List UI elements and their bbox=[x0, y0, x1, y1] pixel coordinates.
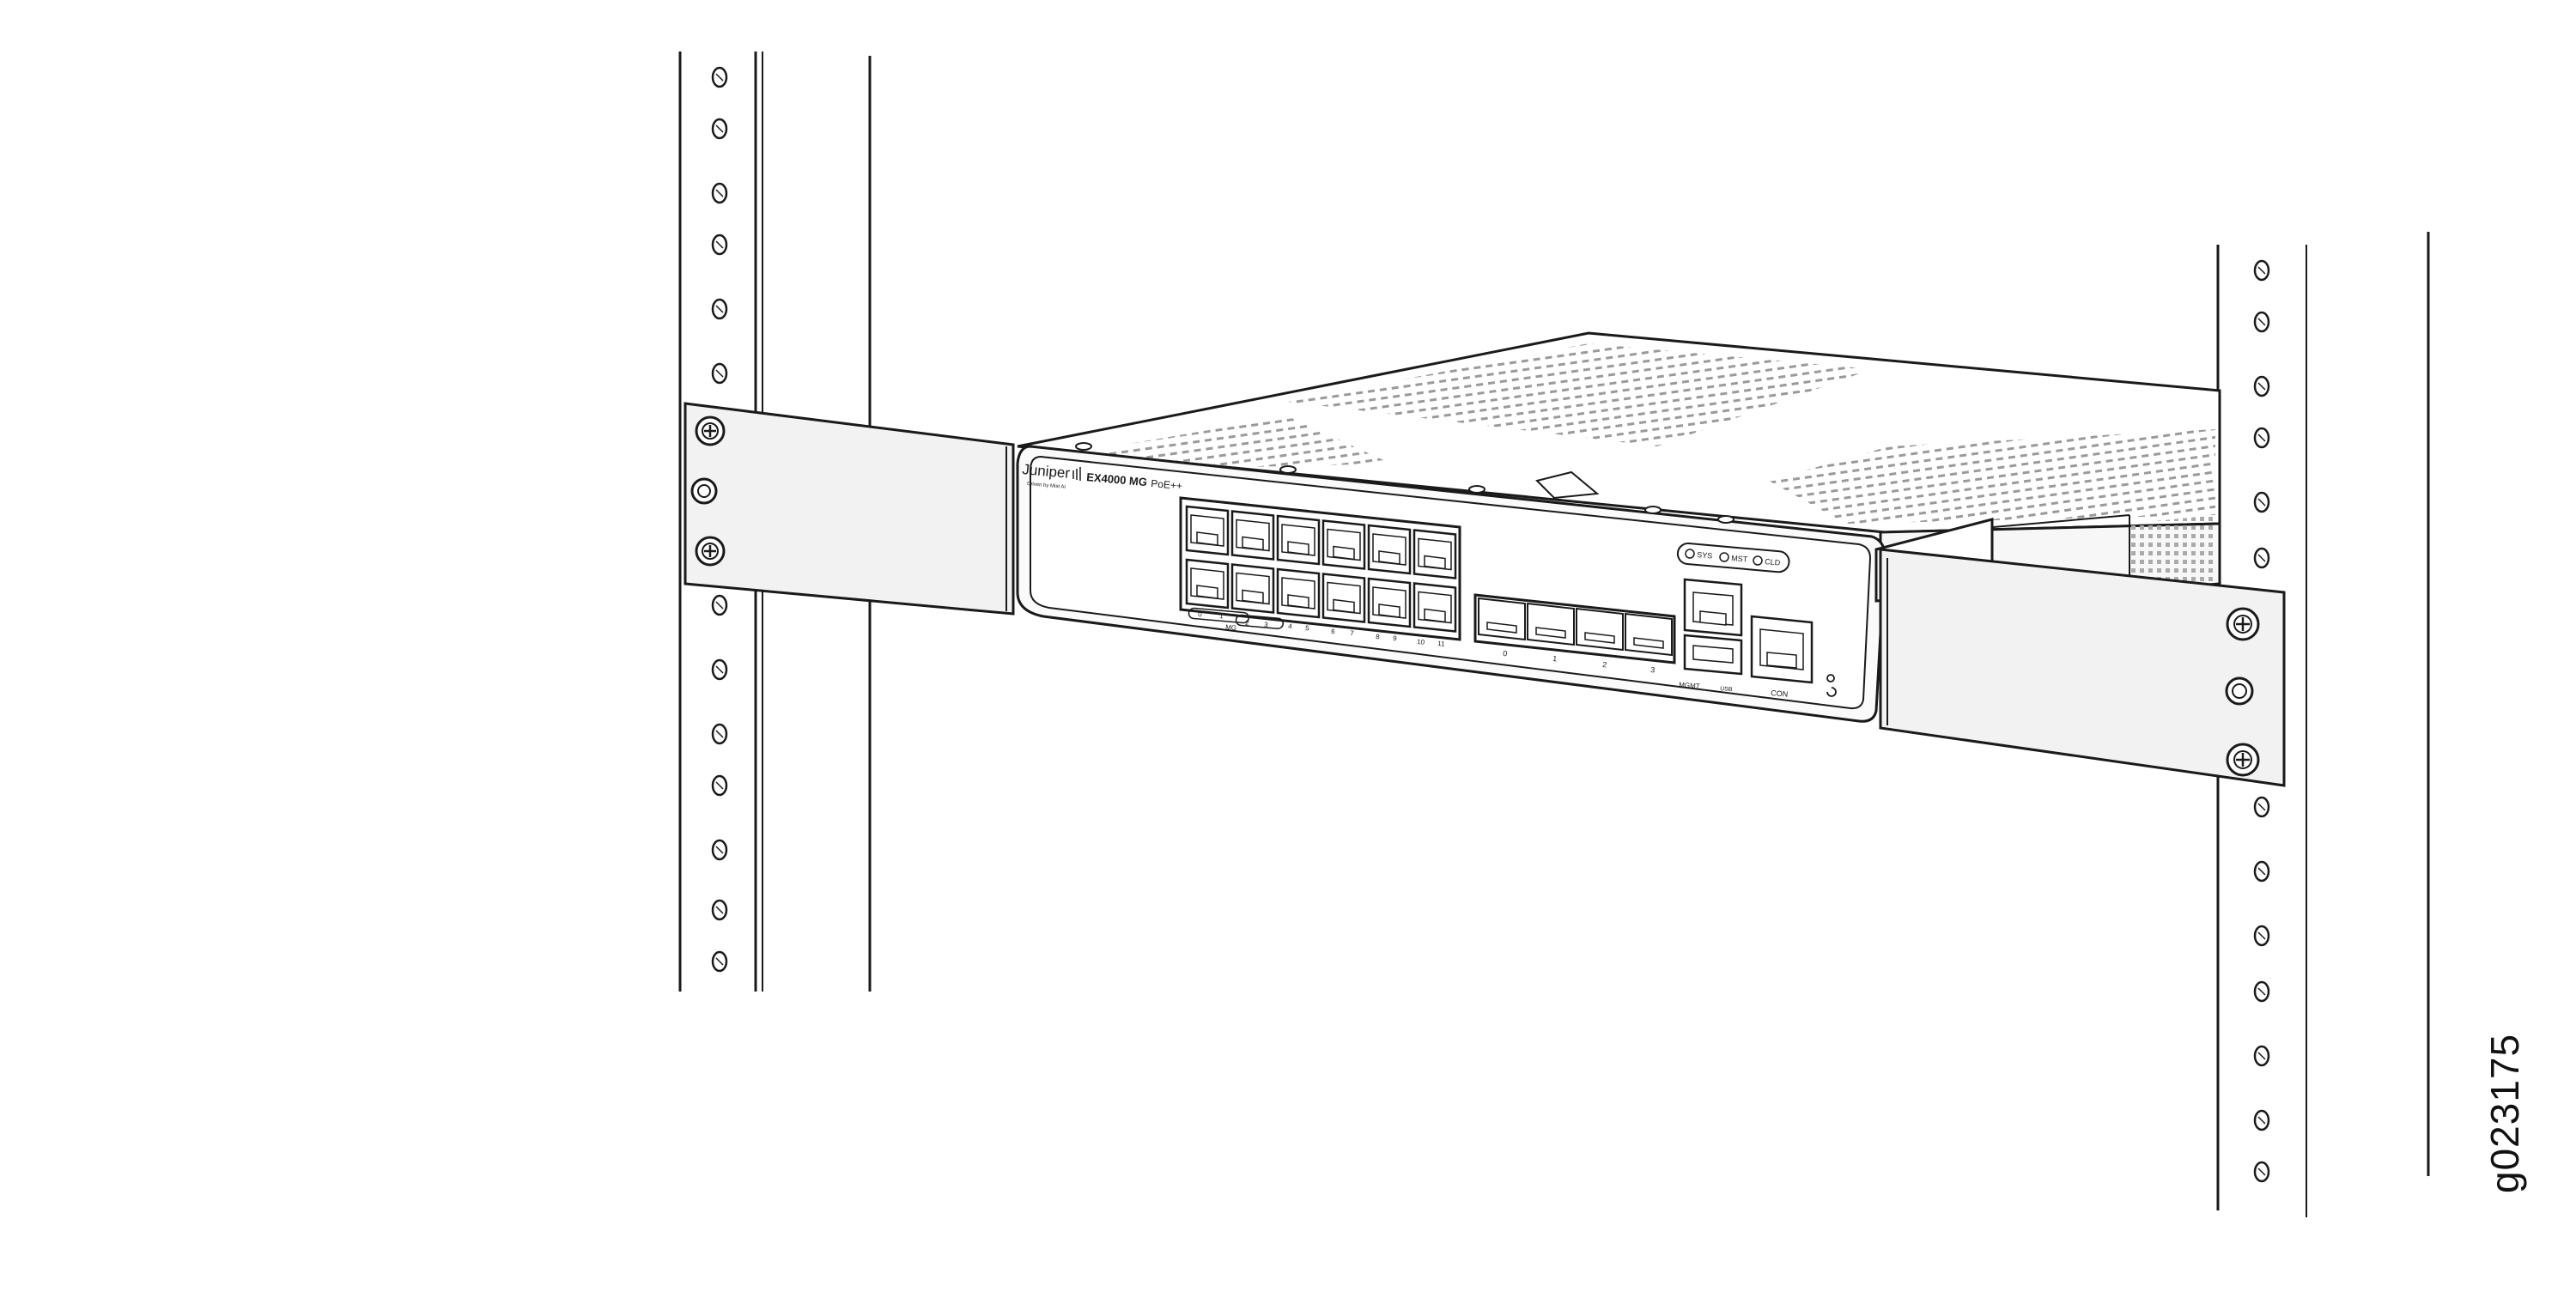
brand-tagline: Driven by Mist AI bbox=[1027, 482, 1066, 490]
usb-label: USB bbox=[1720, 686, 1733, 693]
chassis-screws bbox=[1075, 442, 1735, 524]
rj45-port bbox=[1276, 514, 1321, 566]
brand-name: Juniper bbox=[1022, 461, 1072, 482]
cld-led-icon bbox=[1753, 555, 1763, 566]
port-label-10: 10 bbox=[1417, 638, 1425, 646]
sfp-label-2: 2 bbox=[1602, 660, 1607, 669]
rail-hole bbox=[711, 774, 728, 797]
rail-hole bbox=[2253, 1109, 2270, 1131]
bracket-screw-right-middle bbox=[2225, 676, 2254, 706]
rail-hole bbox=[2253, 1045, 2270, 1067]
right-rail-holes bbox=[2253, 259, 2270, 1183]
rail-hole bbox=[711, 298, 728, 320]
port-label-11: 11 bbox=[1437, 640, 1446, 648]
rj45-port-labels: 0 1 MG 2 3 4 5 6 7 8 9 10 11 bbox=[1188, 607, 1446, 648]
rj45-port bbox=[1230, 510, 1275, 561]
sfp-port bbox=[1527, 602, 1575, 646]
right-mounting-bracket bbox=[1874, 518, 2286, 787]
sfp-port bbox=[1625, 612, 1673, 657]
status-led-cluster: SYS MST CLD bbox=[1676, 543, 1790, 573]
rail-hole bbox=[711, 594, 728, 616]
sfp-label-3: 3 bbox=[1650, 665, 1656, 674]
mgmt-label: MGMT bbox=[1679, 681, 1700, 690]
rj45-port bbox=[1185, 558, 1230, 610]
rj45-port bbox=[1321, 573, 1366, 623]
rail-hole bbox=[711, 723, 728, 745]
cld-led-label: CLD bbox=[1765, 557, 1781, 567]
rail-hole bbox=[2253, 925, 2270, 947]
port-label-7: 7 bbox=[1350, 629, 1355, 637]
port-label-mg: MG bbox=[1225, 623, 1237, 632]
reset-button-icon bbox=[1826, 674, 1837, 697]
rj45-port bbox=[1185, 505, 1230, 556]
sfp-port bbox=[1576, 607, 1624, 652]
rj45-port bbox=[1413, 529, 1457, 579]
bracket-screw-left-middle bbox=[690, 477, 718, 505]
rj45-port bbox=[1413, 582, 1457, 633]
port-label-2: 2 bbox=[1245, 619, 1250, 627]
port-label-6: 6 bbox=[1331, 628, 1336, 635]
rail-hole bbox=[2253, 860, 2270, 883]
rail-hole bbox=[2253, 427, 2270, 449]
rail-hole bbox=[2253, 980, 2270, 1003]
console-label: CON bbox=[1771, 688, 1789, 699]
switch-top-cover bbox=[1017, 331, 2221, 534]
rail-hole bbox=[711, 66, 728, 88]
rail-hole bbox=[711, 899, 728, 921]
rail-hole bbox=[2253, 1161, 2270, 1183]
bracket-screw-left-bottom bbox=[695, 536, 726, 567]
port-label-8: 8 bbox=[1376, 633, 1381, 640]
sfp-label-0: 0 bbox=[1503, 649, 1508, 658]
rail-hole bbox=[711, 234, 728, 256]
left-rail-holes bbox=[711, 66, 728, 973]
usb-port bbox=[1683, 634, 1743, 676]
rj45-port bbox=[1276, 567, 1321, 619]
rj45-port bbox=[1367, 524, 1412, 575]
rj45-port bbox=[1367, 577, 1412, 628]
rail-hole bbox=[2253, 491, 2270, 513]
rail-hole bbox=[711, 950, 728, 973]
sys-led-label: SYS bbox=[1697, 550, 1713, 561]
model-name: EX4000 MG bbox=[1086, 470, 1148, 488]
mst-led-icon bbox=[1719, 552, 1729, 562]
rail-hole bbox=[711, 839, 728, 861]
port-label-1: 1 bbox=[1219, 612, 1224, 620]
brand-logo: Juniper Driven by Mist AI bbox=[1022, 461, 1081, 490]
port-label-9: 9 bbox=[1393, 634, 1398, 642]
sfp-port-labels: 0 1 2 3 bbox=[1503, 649, 1656, 674]
rail-hole bbox=[711, 362, 728, 385]
rail-hole bbox=[711, 658, 728, 681]
left-mounting-bracket bbox=[683, 402, 1015, 616]
sfp-label-1: 1 bbox=[1552, 654, 1558, 663]
bracket-screw-right-top bbox=[2226, 607, 2260, 641]
rail-hole bbox=[2253, 547, 2270, 569]
console-port bbox=[1750, 615, 1814, 684]
mgmt-port bbox=[1683, 578, 1743, 637]
port-label-0: 0 bbox=[1198, 610, 1203, 618]
rj45-port-block bbox=[1179, 496, 1461, 641]
mst-led-label: MST bbox=[1731, 554, 1748, 564]
figure-id-text: g023175 bbox=[2482, 1033, 2527, 1193]
port-label-5: 5 bbox=[1305, 624, 1310, 632]
port-label-3: 3 bbox=[1264, 621, 1269, 628]
rj45-port bbox=[1321, 519, 1366, 570]
model-suffix: PoE++ bbox=[1151, 477, 1183, 492]
port-label-4: 4 bbox=[1288, 622, 1293, 630]
sys-led-icon bbox=[1685, 549, 1695, 559]
sfp-port bbox=[1478, 597, 1526, 641]
rail-hole bbox=[711, 182, 728, 204]
bracket-screw-right-bottom bbox=[2226, 743, 2260, 777]
rail-hole bbox=[2253, 259, 2270, 282]
rail-hole bbox=[2253, 311, 2270, 333]
rail-hole bbox=[2253, 375, 2270, 397]
sfp-port-block bbox=[1473, 593, 1676, 664]
rail-hole bbox=[2253, 796, 2270, 818]
rail-hole bbox=[711, 118, 728, 140]
bracket-screw-left-top bbox=[695, 416, 726, 446]
rj45-port bbox=[1230, 563, 1275, 614]
